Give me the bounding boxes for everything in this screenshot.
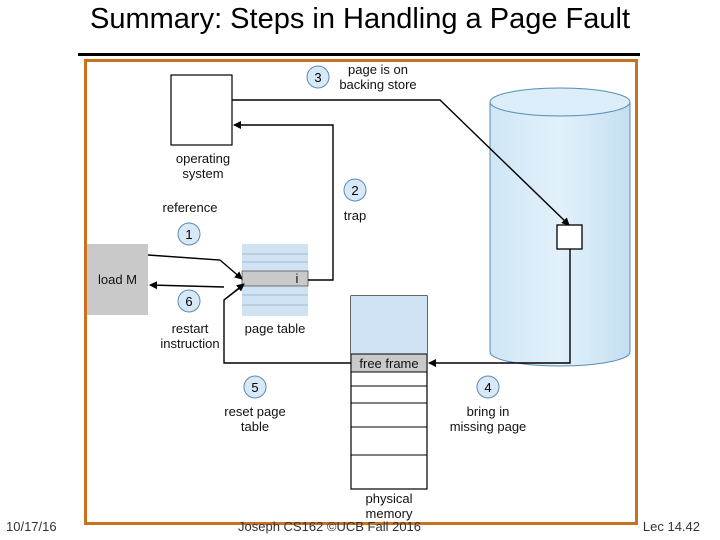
operating-system-box [170, 74, 233, 146]
title-rule [78, 53, 640, 56]
step-4-label-line1: bring in [466, 404, 510, 419]
physical-memory-label: physical memory [349, 491, 429, 521]
missing-page-block [556, 224, 583, 250]
arrow-trap [233, 121, 334, 281]
step-6-number: 6 [185, 294, 192, 309]
step-3-label-line2: backing store [339, 77, 417, 92]
step-1-number: 1 [185, 227, 192, 242]
step-4-label-line2: missing page [449, 419, 527, 434]
backing-store-disk [489, 87, 631, 367]
step-5-badge: 5 [243, 375, 267, 399]
page-table [241, 244, 309, 316]
step-5-label-line1: reset page [224, 404, 286, 419]
arrow-restart-to-load [149, 281, 225, 290]
step-5-number: 5 [251, 380, 258, 395]
footer-date: 10/17/16 [6, 519, 57, 534]
step-3-label: page is on backing store [333, 62, 423, 92]
free-frame-label: free frame [359, 356, 419, 371]
step-2-badge: 2 [343, 178, 367, 202]
step-6-badge: 6 [177, 289, 201, 313]
step-2-label: trap [343, 208, 367, 223]
load-instruction-label: load M [97, 272, 138, 287]
step-5-label: reset page table [210, 404, 300, 434]
step-6-label-line1: restart [171, 321, 209, 336]
step-4-number: 4 [484, 380, 491, 395]
step-4-label: bring in missing page [438, 404, 538, 434]
footer-lecture: Lec 14.42 [642, 519, 700, 534]
diagram-frame [84, 59, 638, 525]
physical-memory-label-line2: memory [365, 506, 413, 521]
step-6-label-line2: instruction [160, 336, 220, 351]
physical-memory [350, 295, 428, 490]
step-5-label-line2: table [240, 419, 270, 434]
step-2-number: 2 [351, 183, 358, 198]
arrow-bring-in [428, 249, 571, 367]
step-4-badge: 4 [476, 375, 500, 399]
operating-system-label: operating system [163, 151, 243, 181]
step-1-badge: 1 [177, 222, 201, 246]
step-3-badge: 3 [306, 65, 330, 89]
step-3-label-line1: page is on [348, 62, 408, 77]
page-table-entry-label: i [295, 271, 299, 286]
footer-credit: Joseph CS162 ©UCB Fall 2016 [238, 519, 422, 534]
load-instruction-block [87, 244, 148, 315]
slide-title: Summary: Steps in Handling a Page Fault [90, 3, 630, 35]
step-3-number: 3 [314, 70, 321, 85]
physical-memory-label-line1: physical [365, 491, 413, 506]
page-table-label: page table [244, 321, 306, 336]
operating-system-label-line2: system [182, 166, 224, 181]
arrow-reference [147, 254, 243, 280]
step-1-label: reference [162, 200, 218, 215]
arrow-restart [223, 286, 242, 301]
arrow-page-on-backing-store [232, 99, 570, 226]
operating-system-label-line1: operating [175, 151, 231, 166]
step-6-label: restart instruction [150, 321, 230, 351]
